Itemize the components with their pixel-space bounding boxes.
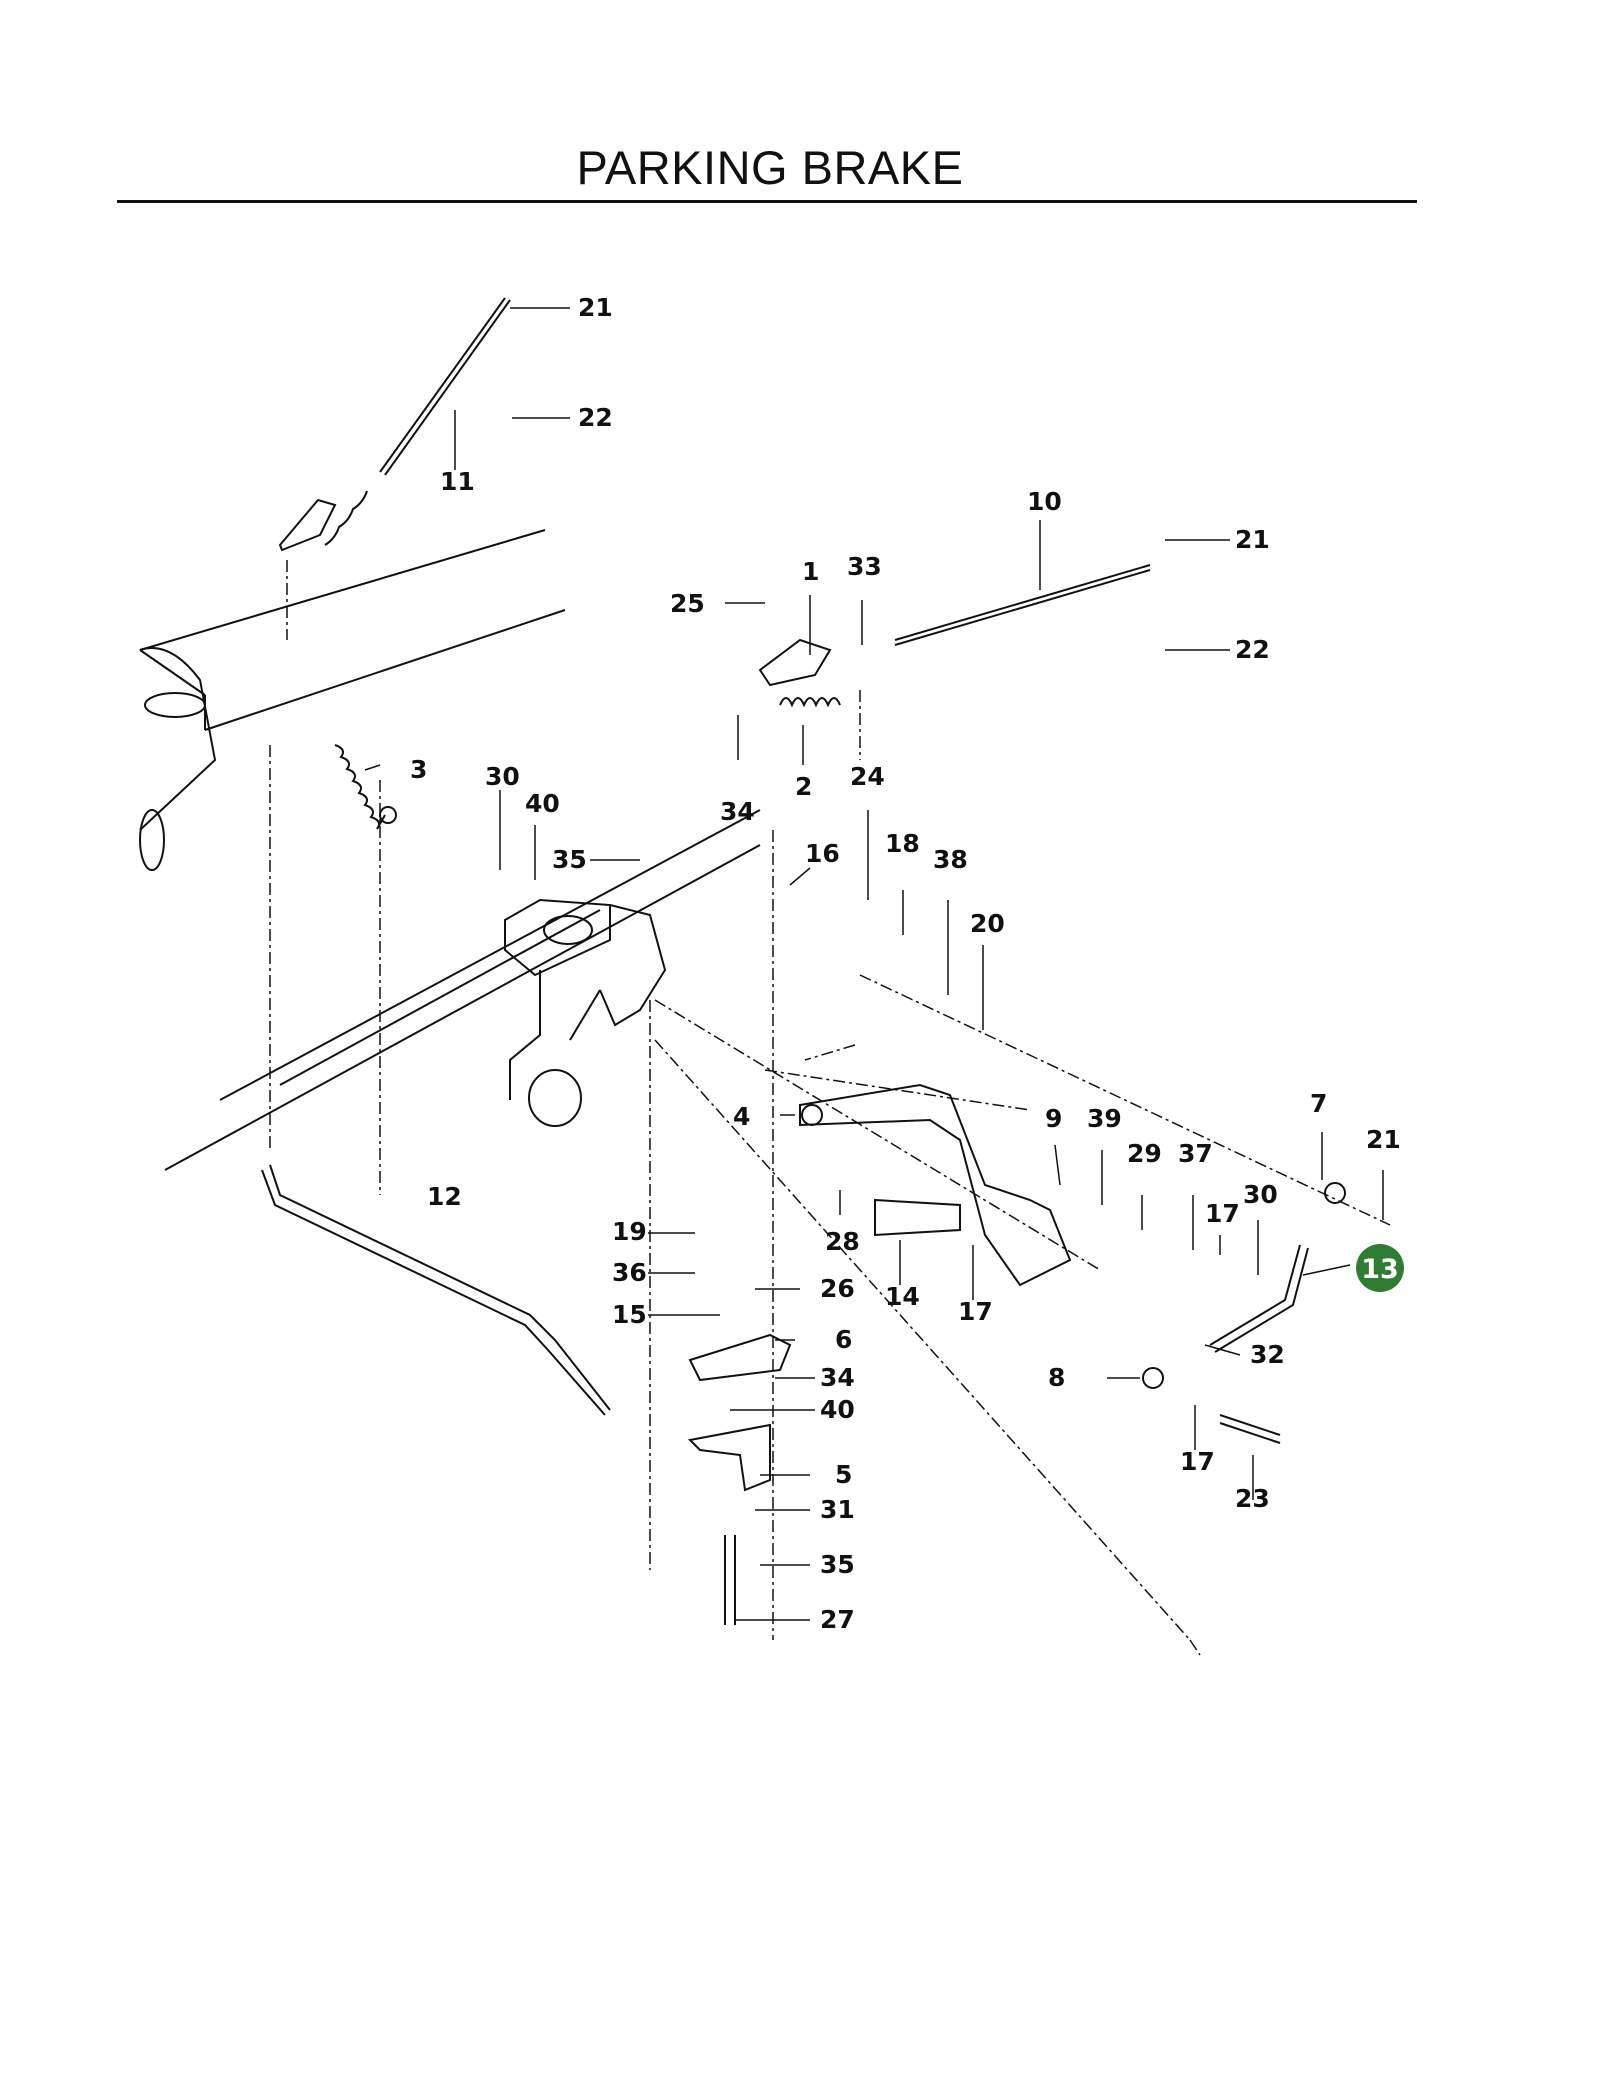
callout-37: 37 [1178, 1139, 1213, 1168]
callout-10: 10 [1027, 487, 1062, 516]
callout-5: 5 [835, 1460, 852, 1489]
callout-30-right: 30 [1243, 1180, 1278, 1209]
ball-joint-8 [1142, 1367, 1164, 1389]
callout-19: 19 [612, 1217, 647, 1246]
rod-11 [379, 297, 511, 476]
callout-34-lower: 34 [820, 1363, 855, 1392]
callout-36: 36 [612, 1258, 647, 1287]
callout-17-lower: 17 [1180, 1447, 1215, 1476]
callout-3: 3 [410, 755, 427, 784]
callout-32: 32 [1250, 1340, 1285, 1369]
upper-spring [324, 490, 368, 546]
callout-22-top: 22 [578, 403, 613, 432]
spring-3 [334, 744, 386, 830]
callout-31: 31 [820, 1495, 855, 1524]
plate-6 [688, 1333, 792, 1382]
title-rule [117, 200, 1417, 203]
callout-16: 16 [805, 839, 840, 868]
callout-24: 24 [850, 762, 885, 791]
ball-joint-7 [1324, 1182, 1346, 1204]
page-title: PARKING BRAKE [576, 141, 964, 194]
callout-29: 29 [1127, 1139, 1162, 1168]
arm-4-hole [801, 1104, 823, 1126]
spring-3-hook [379, 806, 397, 824]
callout-34-upper: 34 [720, 797, 755, 826]
callout-13: 13 [1361, 1254, 1399, 1285]
frame-tube-upper [139, 529, 566, 731]
callout-40-lower: 40 [820, 1395, 855, 1424]
callout-30-left: 30 [485, 762, 520, 791]
frame-hole-left [139, 809, 165, 871]
rod-12 [261, 1164, 611, 1416]
callout-17-middle: 17 [958, 1297, 993, 1326]
assembly-lines [269, 560, 1391, 1656]
highlight-badge [1356, 1244, 1404, 1292]
brake-arm-4 [799, 1083, 1072, 1287]
bracket-1 [758, 638, 832, 687]
callout-40-upper: 40 [525, 789, 560, 818]
callout-6: 6 [835, 1325, 852, 1354]
highlighted-callout-13[interactable]: 13 [1356, 1244, 1404, 1292]
callout-17-right: 17 [1205, 1199, 1240, 1228]
frame-side-left [139, 647, 217, 831]
bolt-23 [1219, 1414, 1281, 1444]
bracket-tube [528, 1069, 582, 1127]
callout-22-right: 22 [1235, 635, 1270, 664]
callout-26: 26 [820, 1274, 855, 1303]
callout-28: 28 [825, 1227, 860, 1256]
bracket-lower [509, 970, 601, 1100]
frame-tube-main [164, 809, 761, 1171]
callout-2: 2 [795, 772, 812, 801]
callout-38: 38 [933, 845, 968, 874]
callout-7: 7 [1310, 1089, 1327, 1118]
frame-hole [144, 692, 206, 718]
callout-33: 33 [847, 552, 882, 581]
callout-35-upper: 35 [552, 845, 587, 874]
spring-2 [779, 697, 841, 708]
callout-9: 9 [1045, 1104, 1062, 1133]
leader-lines [364, 307, 1384, 1621]
callout-18: 18 [885, 829, 920, 858]
callout-27: 27 [820, 1605, 855, 1634]
callout-12: 12 [427, 1182, 462, 1211]
callout-25: 25 [670, 589, 705, 618]
callout-15: 15 [612, 1300, 647, 1329]
callout-4: 4 [733, 1102, 750, 1131]
callout-35-lower: 35 [820, 1550, 855, 1579]
callout-20: 20 [970, 909, 1005, 938]
lever-14 [874, 1198, 961, 1237]
callout-21-right: 21 [1235, 525, 1270, 554]
callout-14: 14 [885, 1282, 920, 1311]
callout-11: 11 [440, 467, 475, 496]
callout-8: 8 [1048, 1363, 1065, 1392]
rod-10 [894, 564, 1151, 646]
callout-1: 1 [802, 557, 819, 586]
pivot-bracket [504, 898, 667, 1027]
callout-21-lower: 21 [1366, 1125, 1401, 1154]
callout-39: 39 [1087, 1104, 1122, 1133]
callout-23: 23 [1235, 1484, 1270, 1513]
upper-clamp [278, 498, 337, 552]
rod-13 [1209, 1244, 1309, 1353]
plate-5 [687, 1423, 771, 1492]
bracket-bore [543, 915, 593, 945]
bolt-27 [724, 1535, 736, 1625]
callout-21-top: 21 [578, 293, 613, 322]
